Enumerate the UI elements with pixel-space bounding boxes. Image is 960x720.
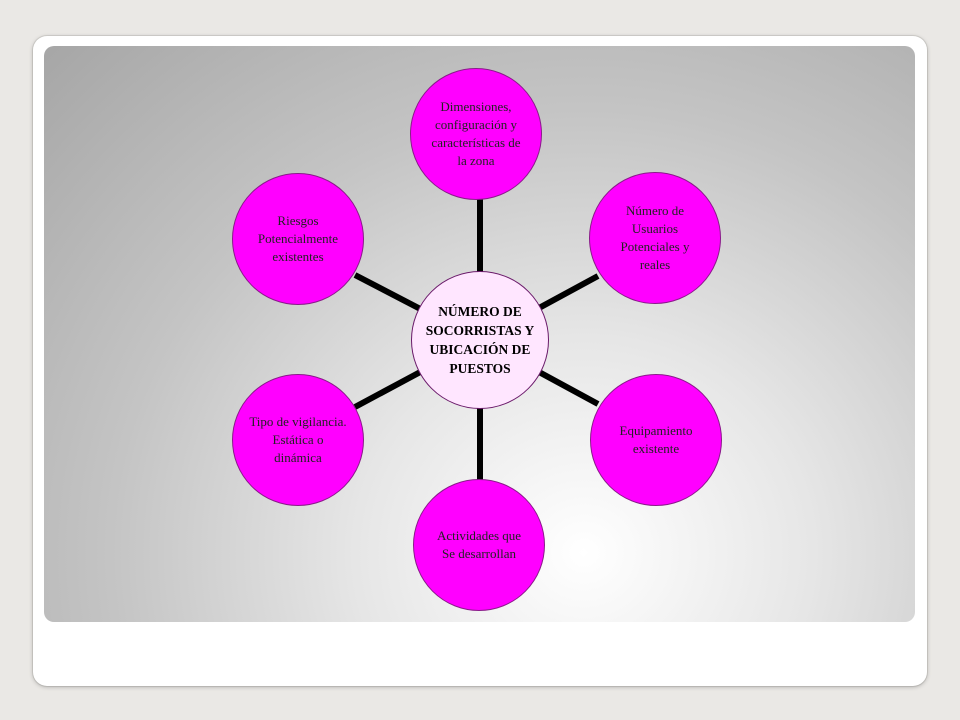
node-equipamiento: Equipamiento existente <box>590 374 722 506</box>
node-tipo-vigilancia: Tipo de vigilancia. Estática o dinámica <box>232 374 364 506</box>
center-node-label: NÚMERO DE SOCORRISTAS Y UBICACIÓN DE PUE… <box>425 304 535 376</box>
node-numero-usuarios-label: Número de Usuarios Potenciales y reales <box>620 203 690 272</box>
node-riesgos: Riesgos Potencialmente existentes <box>232 173 364 305</box>
node-dimensiones: Dimensiones, configuración y característ… <box>410 68 542 200</box>
node-tipo-vigilancia-label: Tipo de vigilancia. Estática o dinámica <box>249 414 347 465</box>
node-dimensiones-label: Dimensiones, configuración y característ… <box>431 99 521 168</box>
node-equipamiento-label: Equipamiento existente <box>619 423 693 456</box>
center-node: NÚMERO DE SOCORRISTAS Y UBICACIÓN DE PUE… <box>411 271 549 409</box>
node-numero-usuarios: Número de Usuarios Potenciales y reales <box>589 172 721 304</box>
node-actividades: Actividades que Se desarrollan <box>413 479 545 611</box>
node-riesgos-label: Riesgos Potencialmente existentes <box>257 213 339 264</box>
node-actividades-label: Actividades que Se desarrollan <box>436 528 522 561</box>
